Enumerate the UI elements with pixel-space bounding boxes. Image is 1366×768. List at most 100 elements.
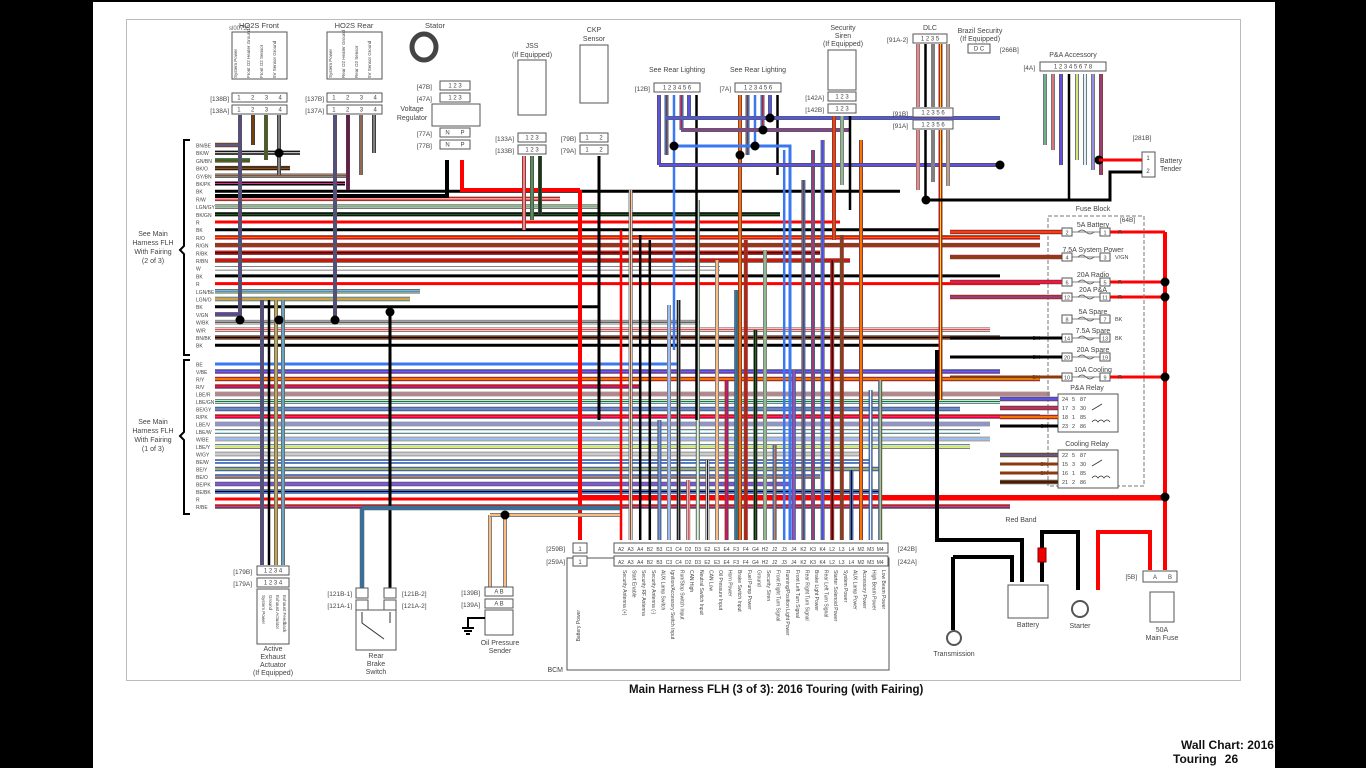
fuse-wire-label: V/GN (1115, 255, 1128, 261)
bcm-pin-number: L3 (839, 560, 845, 566)
bcm-pin-number: F3 (733, 547, 739, 553)
ho2s-front-pin-function: 5V Sensor Ground (272, 40, 277, 78)
connector-label-91a: [91A] (893, 123, 908, 130)
bcm-pin-function: System Power (842, 570, 848, 603)
fuse-wire-label: R (1118, 375, 1122, 381)
main-fuse-icon (1149, 591, 1175, 623)
connector-133b-pin: 1 2 3 (525, 148, 539, 154)
bcm-pin-number: E4 (724, 547, 730, 553)
fuse-element-icon (1077, 335, 1095, 341)
bcm-pin1-a (572, 555, 588, 567)
bcm-pin-number: C3 (666, 547, 673, 553)
bcm-pin-function: Accessory Power (861, 570, 867, 609)
harness-bracket-1of3 (178, 359, 190, 515)
connector-137a-pin: 3 (360, 108, 364, 114)
connector-label-5b: [5B] (1125, 574, 1137, 581)
stator-title: Stator (425, 21, 446, 30)
active-exhaust-title: Actuator (260, 662, 287, 669)
harness-wire-label: BE/GY (196, 408, 212, 414)
bcm-pin-function: AUX Lamp Power (851, 570, 857, 610)
connector-91a-2 (912, 33, 948, 44)
connector-label-142b: [142B] (805, 107, 824, 114)
harness-wire-label: LGN/GY (196, 205, 216, 211)
bcm-pin-number: L4 (849, 560, 855, 566)
bcm-pin-number: D2 (685, 547, 692, 553)
connector-label-179a: [179A] (233, 581, 252, 588)
splice-dot (330, 315, 340, 325)
splice-dot (995, 160, 1005, 170)
connector-142a (827, 91, 857, 102)
connector-139a (484, 598, 514, 609)
bcm-pin-number: L2 (829, 547, 835, 553)
red-band-icon (1037, 547, 1047, 563)
harness-wire-label: BE/Y (196, 468, 208, 474)
connector-138a (231, 104, 288, 115)
brazil-security-subtitle: (If Equipped) (960, 36, 1000, 43)
fuse-label: 5A Spare (1079, 309, 1108, 316)
connector-47a (439, 92, 471, 103)
ho2s-rear-pin-function: Rear O2 Heater Ground (341, 29, 346, 78)
connector-47a-pin: 1 2 3 (448, 96, 462, 102)
bcm-pin-number: M3 (867, 560, 874, 566)
relay-pin: 1 (1072, 415, 1075, 421)
splice-dot (1160, 492, 1170, 502)
harness-2of3-label: (2 of 3) (142, 258, 164, 265)
splice-dot (1160, 292, 1170, 302)
bcm-pin-number: E4 (724, 560, 730, 566)
bcm-body (566, 557, 890, 671)
harness-wire-label: BK/GN (196, 213, 212, 219)
footer-title: Wall Chart: 2016 Touring (1173, 738, 1274, 766)
bcm-pin-number: E2 (704, 547, 710, 553)
bcm-pin-number: F4 (743, 547, 749, 553)
bcm-pin-function: Brake Light Power (813, 570, 819, 611)
harness-wire-label: W (196, 267, 201, 273)
connector-138b-pin: 3 (265, 96, 269, 102)
connector-139b (484, 586, 514, 597)
page-number: 26 (1224, 752, 1239, 766)
connector-5b (1142, 570, 1178, 583)
fuse-element-icon (1077, 294, 1095, 300)
harness-wire-label: BE (196, 363, 203, 369)
relay-pin: 23 (1062, 424, 1068, 430)
connector-label-138b: [138B] (210, 96, 229, 103)
ho2s-rear-body (326, 31, 383, 80)
connector-label-139b: [139B] (461, 590, 480, 597)
connector-label-133a: [133A] (495, 136, 514, 143)
bcm-pin-function: Running/Position Light Power (784, 570, 790, 636)
bcm-pin-number: J4 (791, 547, 797, 553)
connector-label-138a: [138A] (210, 108, 229, 115)
connector-label-137a: [137A] (305, 108, 324, 115)
connector-label-91b: [91B] (893, 111, 908, 118)
bcm-pin-number: K3 (810, 560, 816, 566)
connector-138b-pin: 4 (278, 96, 282, 102)
harness-wire-label: BK/PK (196, 182, 211, 188)
splice-dot (235, 315, 245, 325)
splice-dot (750, 141, 760, 151)
connector-label-259a: [259A] (546, 559, 565, 566)
connector-138a-pin: 1 (237, 108, 241, 114)
fuse-wire-label: BK (1115, 317, 1123, 323)
transmission-title: Transmission (933, 651, 974, 658)
rear-brake-switch-title: Brake (367, 661, 385, 668)
fuse-pin-number: 1 (1103, 231, 1106, 237)
relay-pin: 24 (1062, 397, 1068, 403)
harness-wire-label: BK (196, 228, 203, 234)
security-siren-body (827, 49, 857, 91)
bcm-pin-function: Security Siren (765, 570, 771, 601)
fuse-pin-number: 20 (1064, 356, 1070, 362)
bcm-pin-number: K4 (820, 547, 826, 553)
connector-91a-pin: 1 2 3 5 6 (921, 123, 945, 129)
harness-wire-label: BE/W (196, 460, 209, 466)
bcm-pin-number: M2 (858, 560, 865, 566)
bcm-pin-function: Front Left Turn Signal (794, 570, 800, 618)
fuse-element-icon (1077, 254, 1095, 260)
connector-91b-pin: 1 2 3 5 6 (921, 111, 945, 117)
bcm-pin-number: J3 (782, 547, 788, 553)
ho2s-front-pin-function: Front O2 Heater Ground (246, 29, 251, 78)
bcm-pin-number: D3 (695, 560, 702, 566)
harness-1of3-label: See Main (138, 419, 168, 426)
bcm-pin-number: C3 (666, 560, 673, 566)
connector-121a-2 (383, 599, 397, 611)
connector-79b (579, 132, 609, 143)
harness-wire-label: W/BE (196, 438, 209, 444)
